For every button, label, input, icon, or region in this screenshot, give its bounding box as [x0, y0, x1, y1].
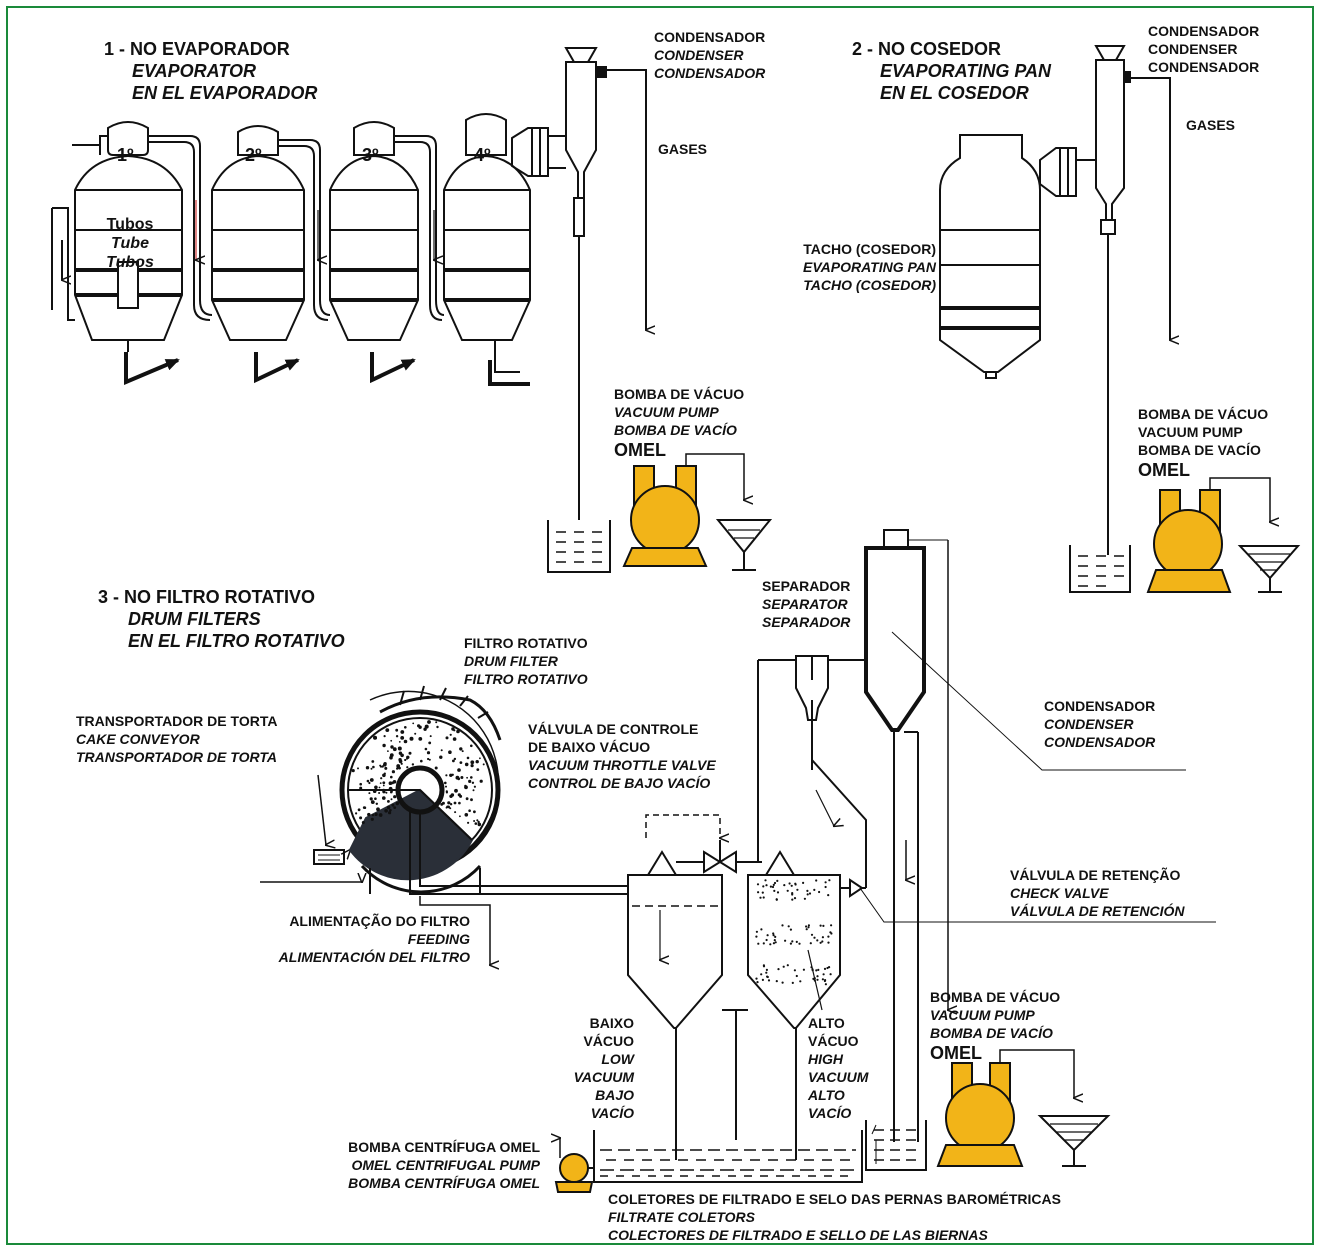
high-vacuum-dots [755, 879, 833, 986]
condenser-3 [864, 529, 948, 1142]
condenser-2-label: CONDENSADOR CONDENSER CONDENSADOR [1148, 23, 1260, 75]
receiver-link [722, 1009, 748, 1140]
drum-filter-label: FILTRO ROTATIVO DRUM FILTER FILTRO ROTAT… [464, 635, 588, 687]
evaporator-effect-1 [51, 121, 183, 352]
vacuum-pump-3 [936, 1049, 1111, 1167]
drum-filter-cake-dots [351, 720, 485, 827]
pump-1-label: BOMBA DE VÁCUO VACUUM PUMP BOMBA DE VACÍ… [614, 386, 745, 460]
leader-lines [859, 631, 1216, 1135]
low-vacuum-receiver [627, 850, 723, 1160]
check-valve [811, 700, 867, 898]
cake-conveyor [313, 774, 345, 865]
evaporating-pan [939, 134, 1041, 379]
pump-3-label: BOMBA DE VÁCUO VACUUM PUMP BOMBA DE VACÍ… [930, 989, 1061, 1063]
condenser-1 [564, 47, 646, 520]
feeding-label: ALIMENTAÇÃO DO FILTRO FEEDING ALIMENTACI… [278, 913, 470, 965]
effect-4-label: 4º [474, 145, 491, 165]
seal-tank-2 [1069, 545, 1131, 593]
tubes-label: Tubos Tube Tubos [106, 216, 154, 271]
filtrate-pipes [409, 812, 628, 965]
filtrate-collector [593, 1130, 877, 1183]
evaporator-effect-2 [211, 125, 305, 341]
condenser-1-label: CONDENSADOR CONDENSER CONDENSADOR [654, 29, 766, 81]
condenser-2 [1076, 45, 1170, 555]
seal-tank-3 [865, 1120, 927, 1171]
evaporator-effect-4 [443, 113, 531, 373]
separator [758, 655, 866, 770]
duct-to-condenser-2 [1039, 147, 1077, 197]
high-vacuum-label: ALTO VÁCUO HIGH VACUUM ALTO VACÍO [808, 1015, 869, 1121]
seal-tank-1 [547, 520, 611, 573]
duct-to-condenser-1 [511, 127, 566, 177]
collectors-label: COLETORES DE FILTRADO E SELO DAS PERNAS … [608, 1191, 1061, 1243]
centrifugal-pump-label: BOMBA CENTRÍFUGA OMEL OMEL CENTRIFUGAL P… [348, 1139, 540, 1191]
vapour-pipes [72, 135, 445, 321]
low-vacuum-label: BAIXO VÁCUO LOW VACUUM BAJO VACÍO [573, 1015, 634, 1121]
gases-2-label: GASES [1186, 117, 1236, 133]
section-3-title: 3 - NO FILTRO ROTATIVO DRUM FILTERS EN E… [98, 587, 345, 651]
evaporator-effect-3 [329, 121, 419, 341]
cake-conveyor-label: TRANSPORTADOR DE TORTA CAKE CONVEYOR TRA… [76, 713, 278, 765]
pump-2-label: BOMBA DE VÁCUO VACUUM PUMP BOMBA DE VACÍ… [1138, 406, 1269, 480]
effect-3-label: 3º [362, 145, 379, 165]
gases-1-label: GASES [658, 141, 708, 157]
centrifugal-pump [556, 1138, 594, 1193]
vacuum-throttle-valve [645, 660, 762, 874]
condenser-3-label: CONDENSADOR CONDENSER CONDENSADOR [1044, 698, 1156, 750]
diagram-frame [6, 6, 1314, 1245]
throttle-valve-label: VÁLVULA DE CONTROLE DE BAIXO VÁCUO VACUU… [528, 721, 716, 791]
tacho-label: TACHO (COSEDOR) EVAPORATING PAN TACHO (C… [802, 241, 936, 293]
juice-transfer-arrows [124, 352, 530, 386]
drum-filter [339, 685, 502, 894]
vacuum-pump-2 [1146, 477, 1301, 593]
effect-2-label: 2º [245, 145, 262, 165]
effect-1-label: 1º [117, 145, 134, 165]
vacuum-pump-1 [622, 453, 773, 571]
section-2-title: 2 - NO COSEDOR EVAPORATING PAN EN EL COS… [852, 39, 1052, 103]
section-1-title: 1 - NO EVAPORADOR EVAPORATOR EN EL EVAPO… [104, 39, 318, 103]
check-valve-label: VÁLVULA DE RETENÇÃO CHECK VALVE VÁLVULA … [1010, 867, 1185, 919]
separator-label: SEPARADOR SEPARATOR SEPARADOR [762, 578, 851, 630]
